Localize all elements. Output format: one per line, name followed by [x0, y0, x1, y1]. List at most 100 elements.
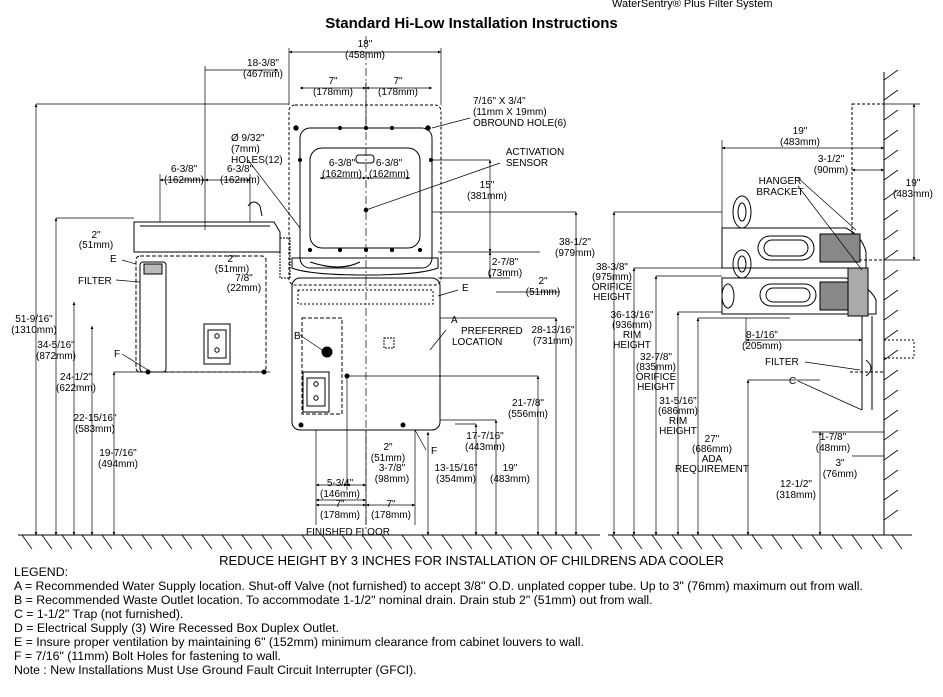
low-unit-front	[133, 201, 291, 375]
dim-7-bottom-right-mm: (178mm)	[371, 510, 411, 521]
dim-3-78: 3-7/8"	[379, 463, 406, 474]
dim-2-mid-mm: (51mm)	[215, 264, 249, 275]
childrens-ada-notice: REDUCE HEIGHT BY 3 INCHES FOR INSTALLATI…	[219, 553, 724, 568]
dim-15: 15"	[480, 180, 495, 191]
dim-2-left: 2"	[91, 230, 101, 241]
dim-15-mm: (381mm)	[467, 191, 507, 202]
rim-label-2: RIM	[669, 416, 687, 427]
page-title: Standard Hi-Low Installation Instruction…	[325, 15, 618, 32]
legend-note: Note : New Installations Must Use Ground…	[14, 663, 417, 677]
dim-24-12: 24-1/2"	[60, 372, 92, 383]
ada-label: ADA	[702, 454, 723, 465]
dim-19-716: 19-7/16"	[99, 448, 137, 459]
waste-outlet-b	[321, 346, 333, 358]
side-dim-19-height: 19"	[906, 178, 921, 189]
dim-7-right-mm: (178mm)	[378, 87, 418, 98]
label-b: B	[294, 331, 301, 342]
side-dim-38-38-mm: (975mm)	[592, 272, 632, 283]
dim-6-38-outer-right-mm: (162mm)	[220, 175, 260, 186]
dim-13-1516: 13-15/16"	[434, 463, 477, 474]
dim-6-38-inner-left-mm: (162mm)	[322, 169, 362, 180]
legend-item-e: E = Insure proper ventilation by maintai…	[14, 635, 584, 649]
front-view	[288, 104, 442, 431]
height-label-2: HEIGHT	[613, 340, 651, 351]
dim-19-716-mm: (494mm)	[98, 459, 138, 470]
dim-21-78: 21-7/8"	[512, 398, 544, 409]
label-c: C	[789, 376, 796, 387]
filter-label-side: FILTER	[765, 357, 799, 368]
upper-unit-side	[721, 227, 867, 269]
side-dim-8-116-mm: (205mm)	[742, 341, 782, 352]
label-e-right: E	[462, 283, 469, 294]
bubbler-basin-upper	[309, 147, 421, 249]
outlet-box-low	[203, 323, 231, 365]
dim-6-38-outer-left: 6-3/8"	[171, 164, 198, 175]
dim-5-34: 5-3/4"	[327, 478, 354, 489]
side-dim-19-width: 19"	[793, 126, 808, 137]
obround-size-mm: (11mm X 19mm)	[473, 107, 547, 118]
hanger-bracket	[851, 103, 885, 261]
preferred-label: PREFERRED	[461, 326, 523, 337]
dim-7-bottom-right: 7"	[386, 499, 396, 510]
height-label-3: HEIGHT	[637, 382, 675, 393]
dim-18-38-mm: (467mm)	[243, 69, 283, 80]
rim-label-1: RIM	[623, 330, 641, 341]
hanger-label: HANGER	[759, 176, 802, 187]
obround-size: 7/16" X 3/4"	[473, 96, 526, 107]
dim-18: 18"	[358, 39, 373, 50]
sensor-label: SENSOR	[506, 158, 548, 169]
floor-hatching	[21, 534, 903, 550]
dim-2-mid: 2"	[227, 254, 237, 265]
filter-label-front: FILTER	[78, 276, 112, 287]
dim-6-38-inner-right: 6-3/8"	[376, 158, 403, 169]
cabinet-louvers	[297, 289, 434, 305]
front-labels: 18" (458mm) 18-3/8" (467mm) 7" (178mm) 7…	[11, 39, 595, 538]
side-dim-3-12: 3-1/2"	[818, 154, 845, 165]
label-a: A	[451, 315, 458, 326]
brand-header: WaterSentry® Plus Filter System	[612, 0, 773, 10]
legend-item-c: C = 1-1/2" Trap (not furnished).	[14, 607, 184, 621]
dim-51-916-mm: (1310mm)	[11, 325, 57, 336]
side-dim-3-12-mm: (90mm)	[814, 165, 848, 176]
legend: LEGEND: A = Recommended Water Supply loc…	[14, 565, 863, 677]
dim-2-78: 2-7/8"	[492, 257, 519, 268]
orifice-label-2: ORIFICE	[636, 372, 677, 383]
dim-28-1316-mm: (731mm)	[533, 336, 573, 347]
side-dim-3: 3"	[835, 458, 845, 469]
dim-7-left-mm: (178mm)	[313, 87, 353, 98]
dim-6-38-inner-right-mm: (162mm)	[369, 169, 409, 180]
side-dim-19-width-mm: (483mm)	[780, 137, 820, 148]
side-dim-38-38: 38-3/8"	[596, 262, 628, 273]
side-dimension-lines	[612, 103, 920, 536]
label-f-right: F	[431, 446, 437, 457]
side-view	[721, 69, 915, 535]
dim-2-right-mm: (51mm)	[526, 287, 560, 298]
rough-in-box	[301, 317, 343, 415]
dim-7-right: 7"	[393, 76, 403, 87]
dim-19-front: 19"	[503, 463, 518, 474]
legend-item-f: F = 7/16" (11mm) Bolt Holes for fastenin…	[14, 649, 281, 663]
dim-2-bottom: 2"	[383, 442, 393, 453]
side-dim-12-12: 12-1/2"	[780, 479, 812, 490]
holes-label: HOLES(12)	[231, 155, 283, 166]
label-e-left: E	[110, 254, 117, 265]
side-dim-32-78: 32-7/8"	[640, 352, 672, 363]
side-dim-31-516-mm: (686mm)	[658, 406, 698, 417]
dim-21-78-mm: (556mm)	[508, 409, 548, 420]
side-labels: 19" (483mm) 3-1/2" (90mm) HANGER BRACKET…	[592, 126, 933, 501]
holes-size-mm: (7mm)	[231, 144, 260, 155]
legend-item-b: B = Recommended Waste Outlet location. T…	[14, 593, 653, 607]
side-dim-32-78-mm: (835mm)	[636, 362, 676, 373]
side-dim-36-1316: 36-13/16"	[610, 310, 653, 321]
dim-38-12-mm: (979mm)	[555, 248, 595, 259]
dim-5-34-mm: (146mm)	[320, 489, 360, 500]
dim-17-716: 17-7/16"	[466, 431, 504, 442]
dim-22-1516-mm: (583mm)	[75, 424, 115, 435]
dim-19-front-mm: (483mm)	[490, 474, 530, 485]
dim-3-78-mm: (98mm)	[375, 474, 409, 485]
dim-22-1516: 22-15/16"	[73, 413, 116, 424]
mounting-holes	[293, 125, 434, 253]
side-dim-27-mm: (686mm)	[692, 444, 732, 455]
dim-6-38-outer-left-mm: (162mm)	[164, 175, 204, 186]
